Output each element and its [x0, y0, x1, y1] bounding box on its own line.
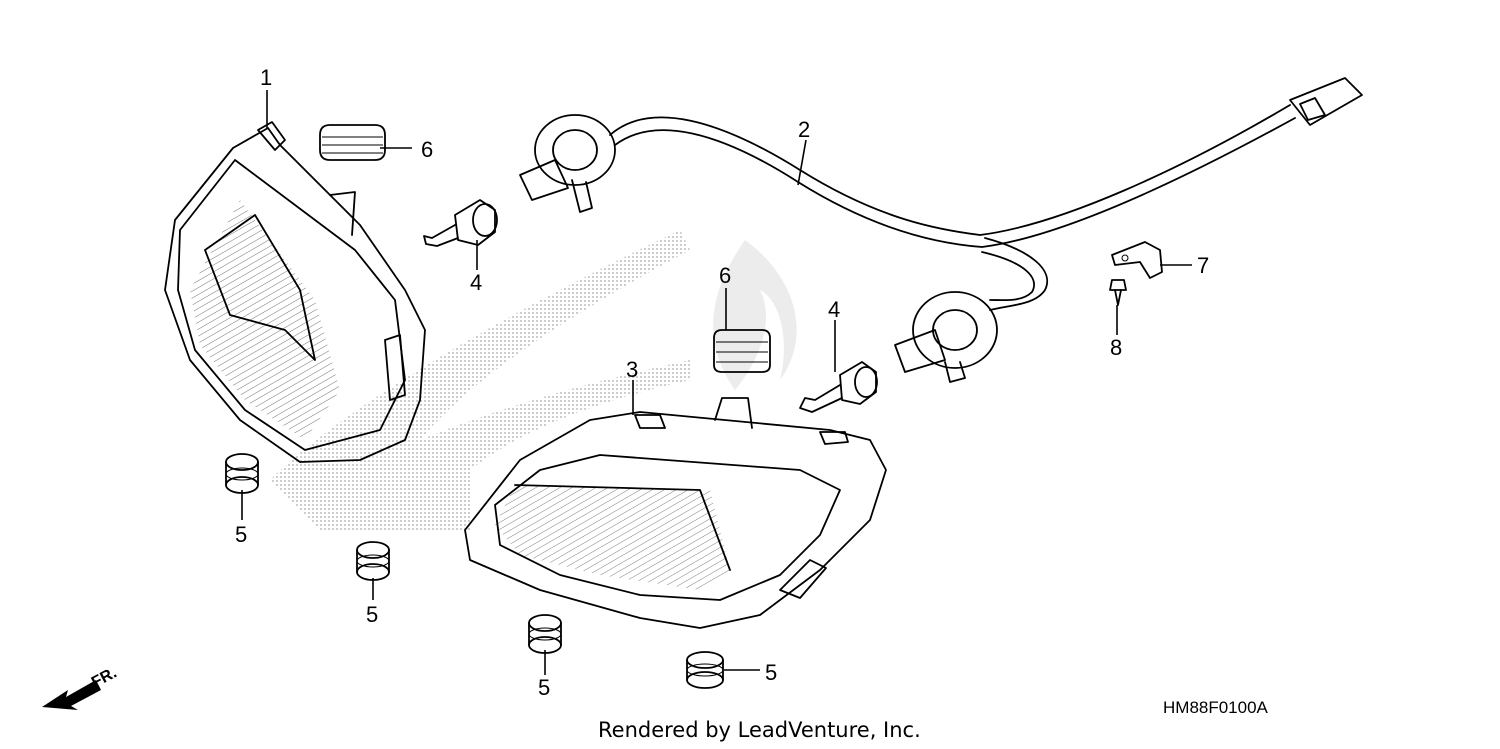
callout-5-b: 5: [366, 602, 378, 627]
rubber-pad-part-a: [319, 124, 386, 161]
callout-8: 8: [1110, 335, 1122, 360]
clip-part: [1111, 241, 1163, 279]
callout-2: 2: [798, 117, 810, 142]
headlight-left-part: [164, 121, 426, 463]
diagram-code: HM88F0100A: [1163, 698, 1269, 717]
front-arrow-icon: [42, 680, 101, 710]
watermark-wing-shape: [270, 230, 690, 530]
leader-lines: [241, 90, 1192, 675]
front-direction-indicator: FR.: [42, 664, 120, 710]
wiring-harness-part: [519, 77, 1363, 383]
bulb-part-right: [799, 361, 878, 413]
grommet-part-c: [528, 614, 562, 654]
callout-5-c: 5: [538, 675, 550, 700]
callout-labels: 1 2 3 4 4 5 5 5 5 6 6 7 8: [235, 65, 1209, 700]
rubber-pad-part-b: [713, 329, 771, 373]
callout-1: 1: [260, 65, 272, 90]
render-credit: Rendered by LeadVenture, Inc.: [598, 718, 921, 742]
callout-4-right: 4: [828, 297, 840, 322]
callout-4-left: 4: [470, 270, 482, 295]
callout-3: 3: [626, 357, 638, 382]
grommet-part-d: [686, 651, 724, 689]
callout-5-d: 5: [765, 660, 777, 685]
callout-5-a: 5: [235, 522, 247, 547]
bulb-part-left: [423, 199, 498, 247]
grommet-part-a: [225, 453, 259, 494]
grommet-part-b: [356, 541, 390, 581]
headlight-right-part: [464, 397, 887, 629]
screw-part: [1109, 279, 1127, 306]
callout-7: 7: [1197, 253, 1209, 278]
callout-6-a: 6: [421, 137, 433, 162]
callout-6-b: 6: [719, 263, 731, 288]
